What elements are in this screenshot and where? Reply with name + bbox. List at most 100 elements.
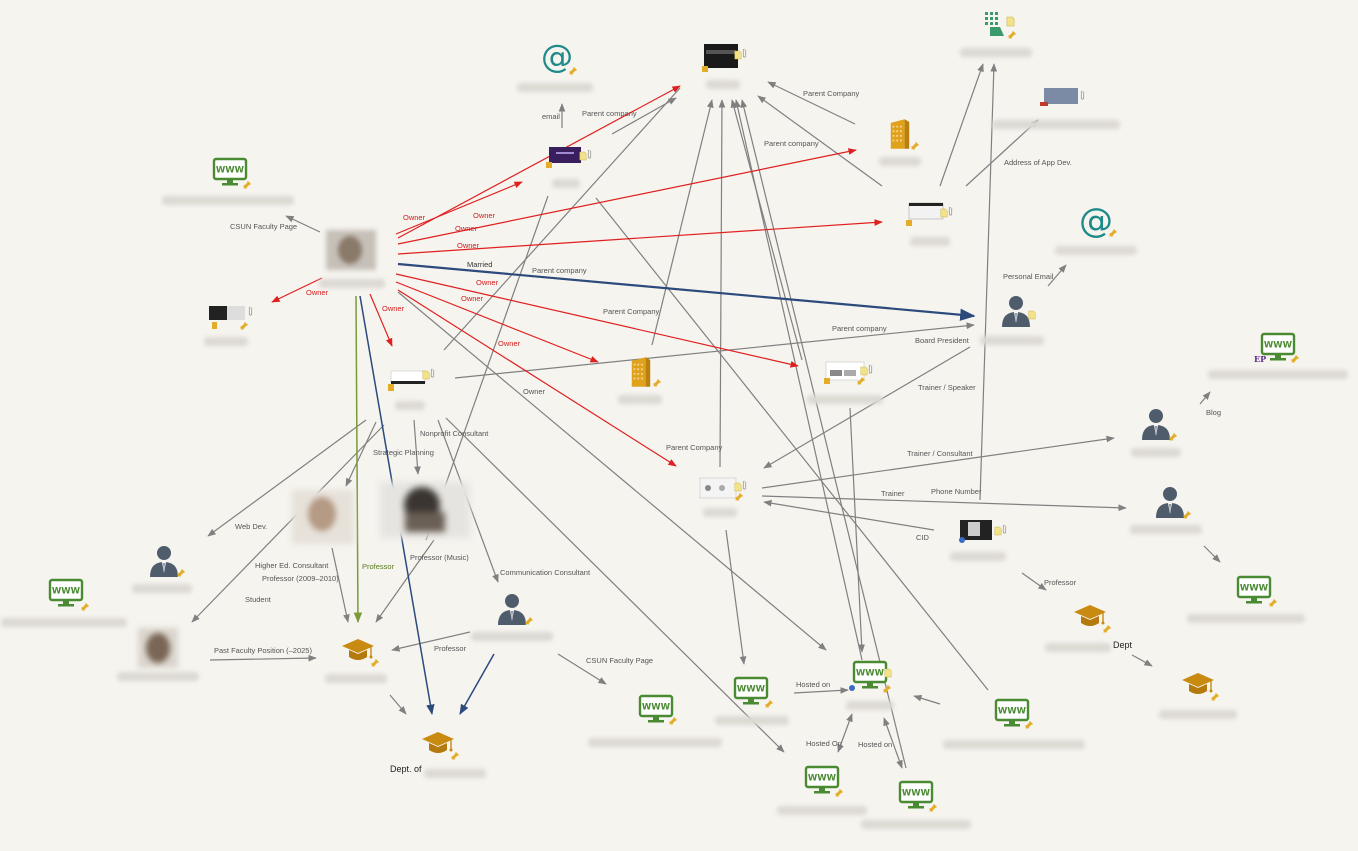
- edge-label-owner: Owner: [523, 387, 546, 396]
- edge-label-trainer-speaker: Trainer / Speaker: [918, 383, 976, 392]
- edge-label-parent-company: Parent Company: [803, 89, 860, 98]
- edge-label-owner: Owner: [473, 211, 496, 220]
- edge: [740, 99, 907, 769]
- edge: [651, 99, 714, 346]
- edge-label-csun-faculty-page: CSUN Faculty Page: [230, 222, 297, 231]
- website-screenshot-thumbnail[interactable]: [546, 147, 592, 168]
- graduation-cap-icon[interactable]: [341, 638, 380, 668]
- building-icon[interactable]: [890, 119, 920, 151]
- edge: [1047, 264, 1067, 287]
- redacted-label: [950, 552, 1006, 561]
- edge: [413, 419, 421, 475]
- redacted-label: [992, 120, 1120, 129]
- website-icon[interactable]: [898, 780, 938, 813]
- professor-blue-edge-2: [459, 653, 495, 715]
- building-icon[interactable]: [631, 357, 662, 388]
- email-icon[interactable]: [1079, 201, 1118, 241]
- edge: [979, 63, 998, 501]
- redacted-label: [471, 632, 553, 641]
- website-icon[interactable]: [733, 676, 774, 709]
- website-screenshot-thumbnail[interactable]: [1040, 88, 1085, 106]
- edge: [1199, 391, 1211, 405]
- website-icon[interactable]: [994, 698, 1034, 730]
- owner-edge: [397, 219, 883, 255]
- website-icon[interactable]: [1260, 332, 1300, 364]
- edge: [1131, 654, 1153, 667]
- edge-label-parent-company: Parent company: [832, 324, 887, 333]
- person-icon[interactable]: [1002, 296, 1036, 327]
- edge-label-parent-company: Parent company: [532, 266, 587, 275]
- redacted-label: [618, 395, 662, 404]
- graduation-cap-icon[interactable]: [421, 731, 460, 761]
- owner-edge: [397, 289, 677, 467]
- website-icon[interactable]: [48, 578, 90, 612]
- website-icon[interactable]: [852, 660, 892, 694]
- edge-label-web-dev: Web Dev.: [235, 522, 267, 531]
- redacted-label: [846, 701, 894, 710]
- edge-label-professor: Professor: [1044, 578, 1077, 587]
- redacted-label: [552, 179, 580, 188]
- website-screenshot-thumbnail[interactable]: [209, 306, 253, 331]
- edge: [939, 63, 984, 187]
- redacted-label: [1131, 448, 1181, 457]
- redacted-label: [715, 716, 789, 725]
- person-icon[interactable]: [1156, 487, 1192, 520]
- edge-label-owner: Owner: [461, 294, 484, 303]
- edge: [725, 529, 747, 665]
- edge-label-hosted-on: Hosted on: [858, 740, 892, 749]
- edge-label-professor-music: Professor (Music): [410, 553, 469, 562]
- edge: [445, 417, 785, 753]
- person-photo[interactable]: [138, 628, 178, 668]
- owner-edge: [395, 181, 523, 235]
- graduation-cap-icon[interactable]: [1073, 604, 1112, 634]
- edge-label-owner: Owner: [476, 278, 499, 287]
- person-icon[interactable]: [1142, 409, 1178, 442]
- person-photo-main[interactable]: [326, 230, 376, 270]
- person-icon[interactable]: [150, 546, 186, 578]
- edge-label-strategic-planning: Strategic Planning: [373, 448, 434, 457]
- edge: [734, 99, 863, 661]
- edge-label-owner: Owner: [403, 213, 426, 222]
- edge: [757, 95, 883, 187]
- graduation-cap-icon[interactable]: [1181, 672, 1220, 702]
- redacted-label: [1130, 525, 1202, 534]
- redacted-label: [777, 806, 867, 815]
- website-screenshot-thumbnail[interactable]: [959, 520, 1007, 543]
- redacted-label: [132, 584, 192, 593]
- edge-label-phone-number: Phone Number: [931, 487, 982, 496]
- redacted-label: [588, 738, 722, 747]
- edge-label-parent-company: Parent company: [764, 139, 819, 148]
- website-icon[interactable]: [1236, 575, 1278, 608]
- redacted-label: [1159, 710, 1237, 719]
- edge-label-board-president: Board President: [915, 336, 970, 345]
- redacted-label: [204, 337, 248, 346]
- edge: [913, 695, 941, 705]
- app-icon[interactable]: [985, 12, 1017, 40]
- owner-edge: [395, 273, 799, 368]
- owner-edge: [369, 293, 393, 347]
- website-screenshot-thumbnail[interactable]: [388, 368, 435, 391]
- redacted-label: [879, 157, 921, 166]
- edge: [793, 687, 849, 694]
- redacted-label: [943, 740, 1085, 749]
- edge-label-owner: Owner: [306, 288, 329, 297]
- website-icon[interactable]: [804, 765, 844, 798]
- edge: [1203, 545, 1221, 563]
- website-screenshot-thumbnail[interactable]: [824, 361, 873, 386]
- person-photo[interactable]: [380, 482, 470, 538]
- website-screenshot-thumbnail[interactable]: [702, 44, 747, 72]
- email-icon[interactable]: [540, 37, 578, 76]
- edge-label-parent-company: Parent Company: [666, 443, 723, 452]
- redacted-label: [910, 237, 950, 246]
- website-screenshot-thumbnail[interactable]: [906, 202, 953, 226]
- website-icon[interactable]: [638, 694, 678, 726]
- person-photo[interactable]: [292, 490, 354, 544]
- edge: [883, 717, 903, 769]
- edge: [391, 631, 471, 652]
- website-icon[interactable]: [212, 157, 252, 190]
- person-icon[interactable]: [498, 594, 534, 626]
- node-label-dept: Dept: [1113, 640, 1133, 650]
- edge-label-parent-company: Parent company: [582, 109, 637, 118]
- website-screenshot-thumbnail[interactable]: [699, 477, 747, 502]
- redacted-label: [1, 618, 127, 627]
